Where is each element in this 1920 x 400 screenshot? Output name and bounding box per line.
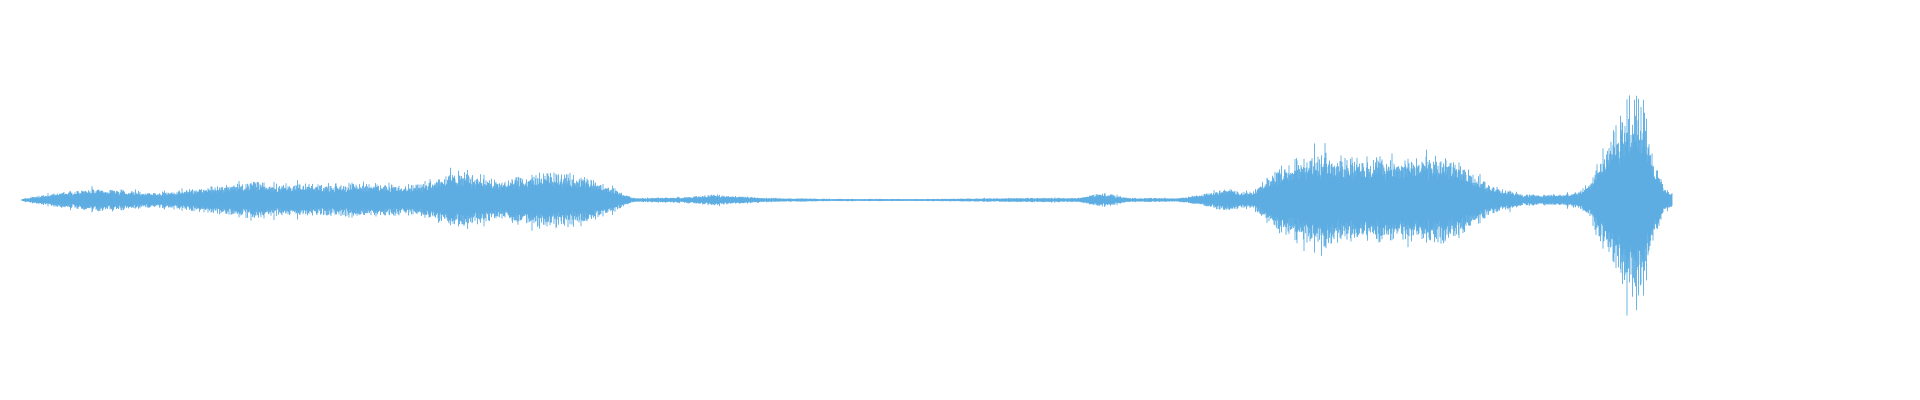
waveform-samples [21, 95, 1673, 316]
waveform-trace [21, 95, 1673, 316]
